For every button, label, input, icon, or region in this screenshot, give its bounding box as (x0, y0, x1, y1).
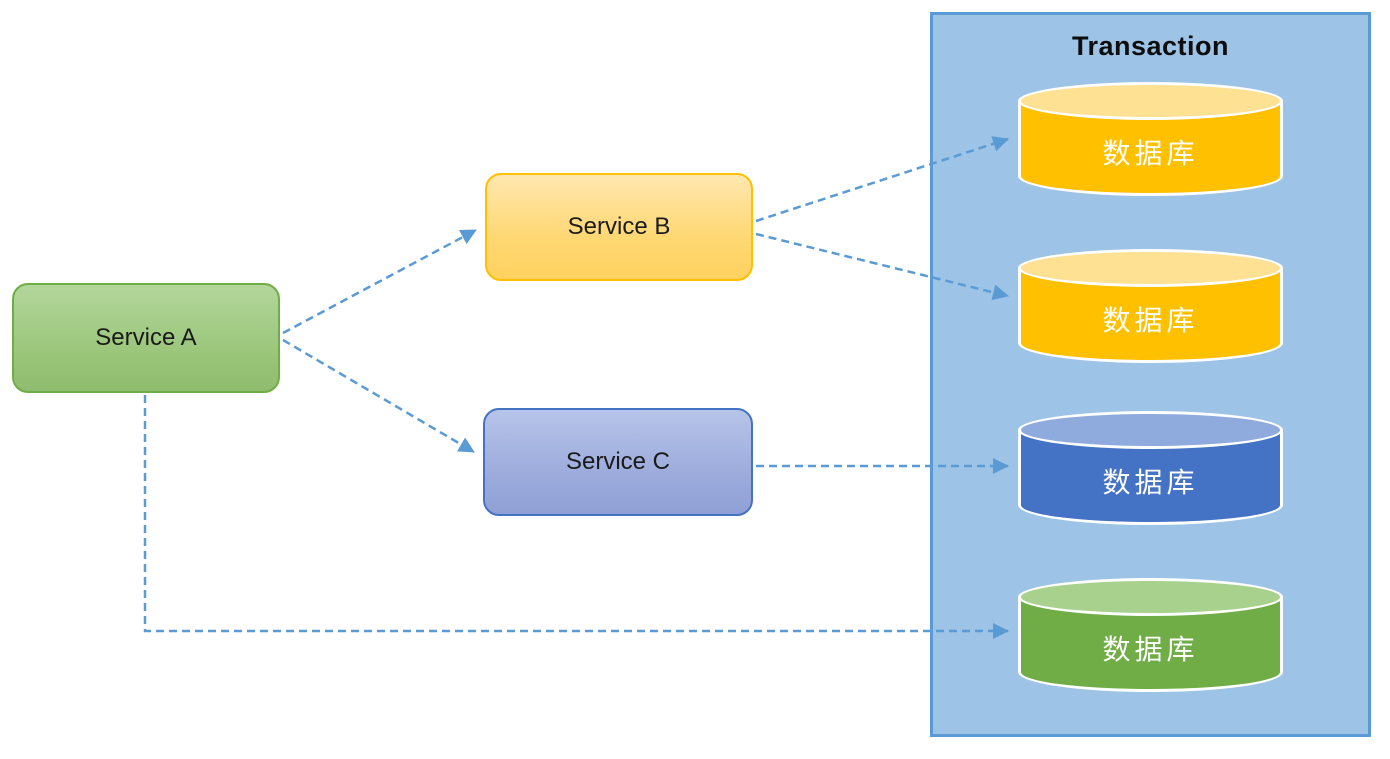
database-cylinder-top (1018, 578, 1283, 616)
connector-service-a-to-service-c (282, 338, 475, 454)
database-cylinder-top (1018, 249, 1283, 287)
transaction-panel-title: Transaction (1071, 31, 1230, 61)
service-c-label: Service C (565, 448, 671, 475)
database-cylinder-top (1018, 82, 1283, 120)
connector-service-a-to-service-b (282, 228, 477, 335)
database-label: 数据库 (1102, 467, 1199, 498)
service-a-node: Service A (12, 283, 280, 393)
service-b-node: Service B (485, 173, 753, 281)
database-label: 数据库 (1102, 305, 1199, 336)
database-cylinder-top (1018, 411, 1283, 449)
database-cylinder-body: 数据库 (1018, 430, 1283, 525)
database-node-1: 数据库 (1018, 82, 1283, 196)
database-node-3: 数据库 (1018, 411, 1283, 525)
service-b-label: Service B (567, 213, 671, 240)
database-label: 数据库 (1102, 634, 1199, 665)
service-c-node: Service C (483, 408, 753, 516)
database-label: 数据库 (1102, 138, 1199, 169)
database-node-2: 数据库 (1018, 249, 1283, 363)
database-node-4: 数据库 (1018, 578, 1283, 692)
service-a-label: Service A (95, 324, 197, 351)
